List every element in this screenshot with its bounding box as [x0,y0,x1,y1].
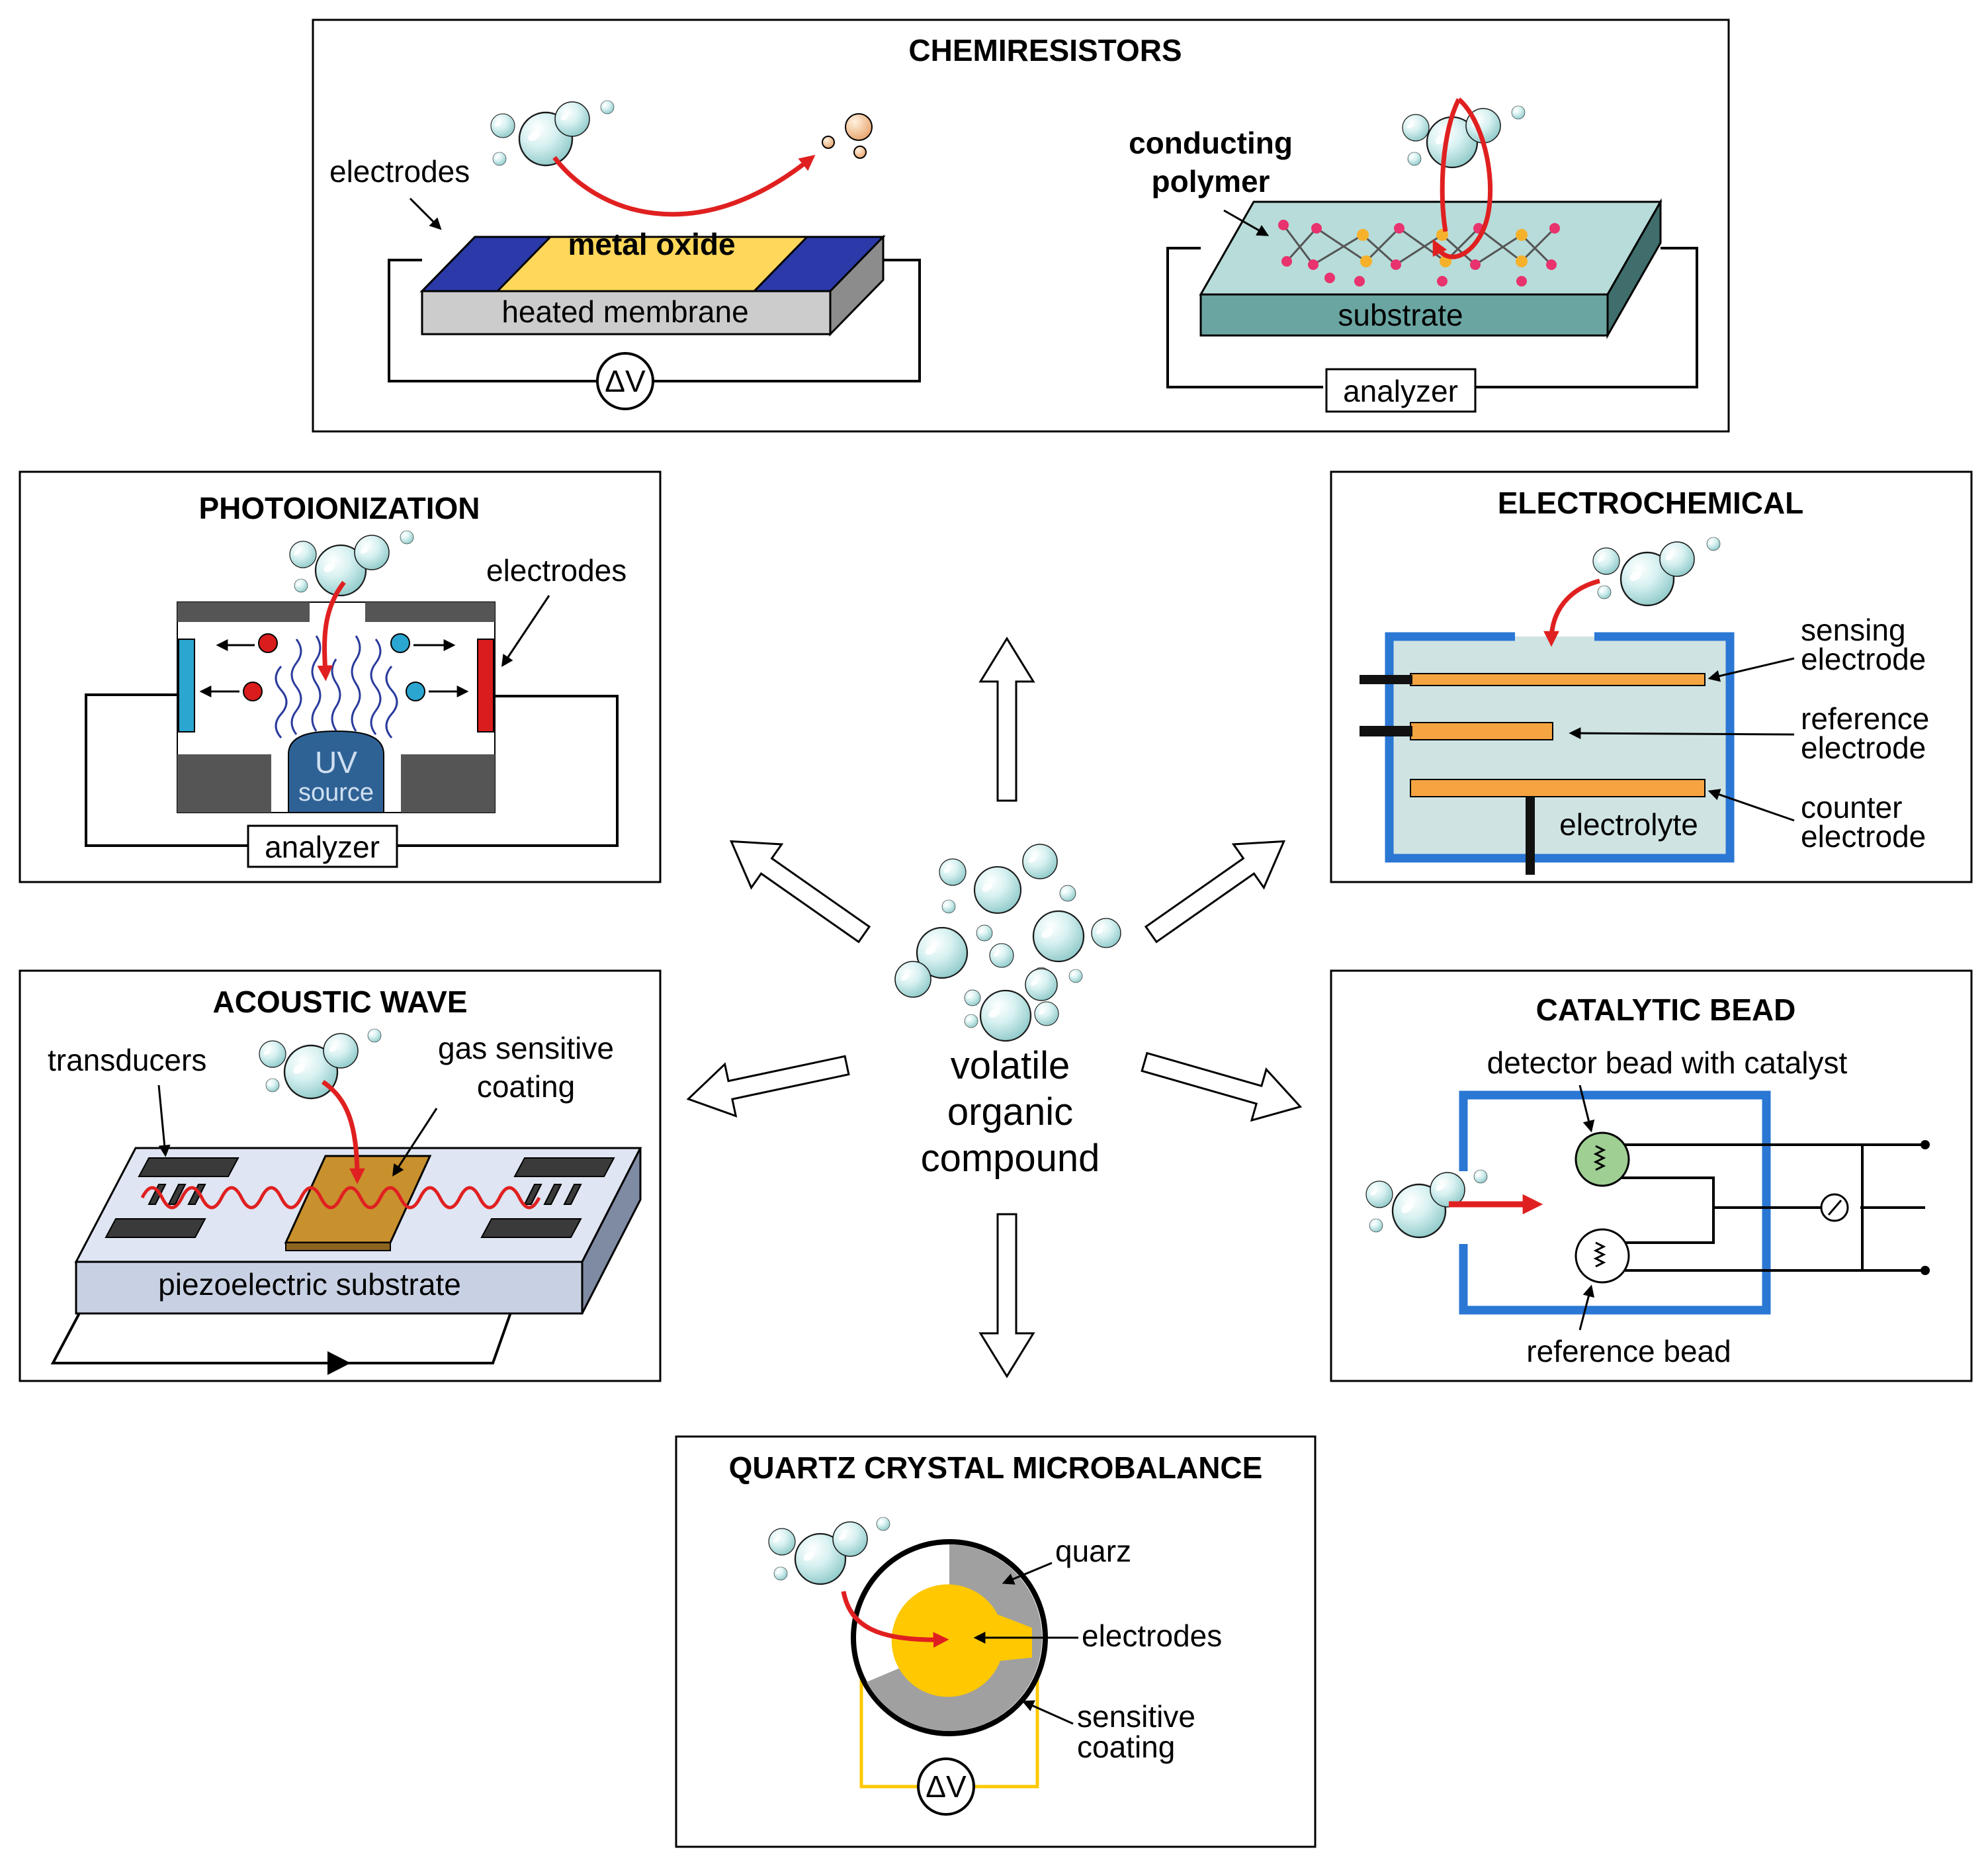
center-label-1: volatile [951,1044,1070,1087]
transducers-label: transducers [48,1043,206,1077]
qcm-electrodes-label: electrodes [1082,1618,1222,1653]
reference-label-2: electrode [1801,731,1926,765]
polymer-chain [1282,224,1556,266]
electrochemical-title: ELECTROCHEMICAL [1498,486,1804,520]
reference-bead-label: reference bead [1526,1334,1731,1368]
voc-bubble-cluster [895,844,1121,1041]
qcm-delta-v: ΔV [926,1769,967,1804]
chemiresistor-analyzer-label: analyzer [1343,374,1458,408]
red-arrow-icon [1543,578,1600,647]
detector-bead-label: detector bead with catalyst [1487,1045,1848,1080]
catalytic-title: CATALYTIC BEAD [1536,993,1796,1027]
bubble-icon [290,531,413,596]
photoionization-electrode-left [178,639,195,732]
bubble-icon [769,1517,890,1584]
heated-membrane-label: heated membrane [501,294,748,329]
counter-label-1: counter [1801,790,1902,824]
bubble-icon [1593,537,1720,605]
polymer-label: polymer [1152,164,1270,199]
photoionization-title: PHOTOIONIZATION [198,491,480,525]
reference-label-1: reference [1801,701,1929,736]
chemiresistor-electrodes-label: electrodes [329,154,470,189]
bubble-icon [1403,106,1525,167]
panel-qcm [675,1435,1317,1848]
chemiresistor-substrate-label: substrate [1338,298,1463,332]
acoustic-wave [140,1186,541,1210]
electrochemical-cell [1385,632,1735,863]
quarz-label: quarz [1055,1534,1131,1568]
sensing-label-2: electrode [1801,642,1926,676]
uv-waves [275,635,398,738]
metal-oxide-label: metal oxide [568,227,735,261]
red-arrow-icon [552,155,816,217]
photoionization-electrodes-label: electrodes [486,553,627,588]
transducer-right [480,1157,615,1238]
panel-electrochemical [1330,470,1973,883]
red-arrow-icon [322,1080,365,1184]
uv-source [288,730,384,813]
red-arrow-icon [317,580,346,682]
panel-chemiresistors [312,19,1730,433]
sensitive-label-1: sensitive [1077,1699,1195,1734]
transducer-left [105,1157,239,1238]
panel-photoionization [19,470,662,883]
sensitive-label-2: coating [1077,1730,1175,1764]
qcm-title: QUARTZ CRYSTAL MICROBALANCE [729,1450,1263,1485]
red-arrow-icon [1432,97,1492,259]
panel-acoustic [19,969,662,1382]
catalytic-chamber [1459,1090,1771,1315]
bubble-icon [259,1029,381,1098]
sensing-label-1: sensing [1801,613,1906,647]
photoionization-analyzer-label: analyzer [265,830,380,864]
acoustic-title: ACOUSTIC WAVE [212,985,467,1019]
coating-label-2: coating [477,1069,575,1104]
piezoelectric-label: piezoelectric substrate [158,1267,461,1302]
source-label: source [298,779,374,807]
coating-label-1: gas sensitive [438,1031,614,1065]
center-label-2: organic [947,1090,1073,1133]
center-label-3: compound [921,1137,1100,1180]
counter-label-2: electrode [1801,819,1926,854]
conducting-label: conducting [1129,126,1293,160]
ions [199,633,469,701]
bubble-icon [491,101,614,165]
panel-catalytic [1330,969,1973,1382]
red-arrow-icon [841,1591,949,1648]
photoionization-electrode-right [477,639,494,732]
electrolyte-label: electrolyte [1559,807,1698,842]
chemiresistors-title: CHEMIRESISTORS [908,33,1182,67]
uv-label: UV [315,745,357,779]
hollow-arrow-icon [686,637,1303,1378]
chemiresistor-delta-v: ΔV [605,364,646,398]
